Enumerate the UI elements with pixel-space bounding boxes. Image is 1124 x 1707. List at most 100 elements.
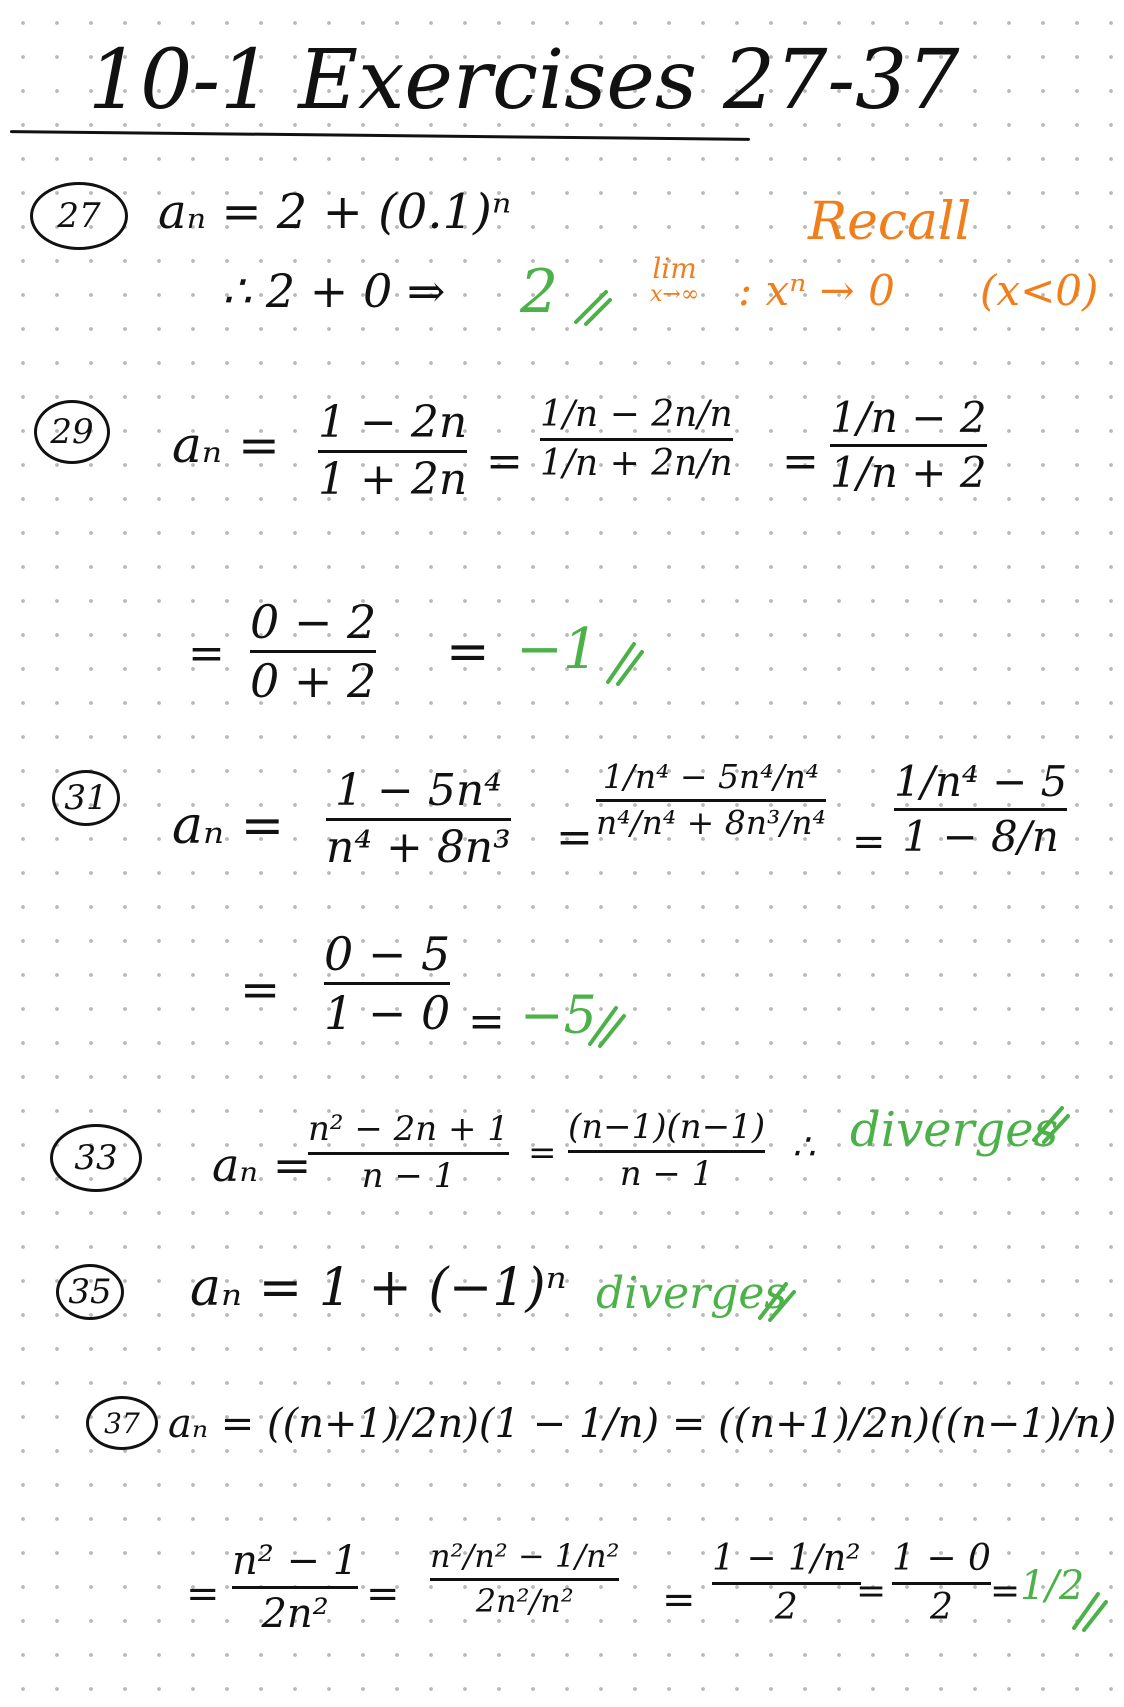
equals-sign: = bbox=[662, 1577, 696, 1623]
fraction-bar bbox=[430, 1577, 620, 1581]
problem-number-33: 33 bbox=[50, 1124, 142, 1192]
problem-37-fraction-1: n² − 1 2n² bbox=[232, 1538, 359, 1637]
fraction-bar bbox=[894, 808, 1068, 812]
problem-33-fraction-2: (n−1)(n−1) n − 1 bbox=[568, 1107, 766, 1194]
problem-37-answer: 1/2 bbox=[1020, 1563, 1085, 1609]
equals-sign: = bbox=[852, 819, 886, 865]
fraction-numerator: 0 − 2 bbox=[250, 595, 377, 649]
problem-31-fraction-3: 1/n⁴ − 5 1 − 8/n bbox=[894, 757, 1068, 862]
fraction-numerator: 1/n⁴ − 5n⁴/n⁴ bbox=[602, 757, 820, 796]
recall-expression: : xⁿ → 0 bbox=[738, 266, 895, 315]
fraction-denominator: 2 bbox=[774, 1586, 798, 1628]
fraction-bar bbox=[568, 1149, 766, 1153]
problem-33-lhs: aₙ = bbox=[212, 1138, 312, 1192]
problem-number-27: 27 bbox=[30, 182, 128, 250]
problem-31-answer: −5 bbox=[520, 986, 597, 1046]
fraction-bar bbox=[712, 1581, 861, 1585]
fraction-denominator: 1 − 8/n bbox=[902, 812, 1059, 862]
equals-sign: = bbox=[486, 436, 523, 487]
equals-sign: = bbox=[556, 812, 593, 863]
problem-27-line-2: ∴ 2 + 0 ⇒ bbox=[222, 264, 446, 318]
check-mark-icon bbox=[574, 290, 612, 326]
fraction-numerator: 1 − 5n⁴ bbox=[334, 765, 502, 816]
fraction-bar bbox=[830, 444, 987, 448]
problem-29-fraction-3: 1/n − 2 1/n + 2 bbox=[830, 393, 987, 498]
fraction-bar bbox=[318, 450, 468, 454]
recall-condition: (x<0) bbox=[980, 266, 1099, 315]
check-mark-icon bbox=[606, 642, 644, 686]
fraction-numerator: 1/n⁴ − 5 bbox=[894, 757, 1068, 806]
fraction-denominator: 2n² bbox=[261, 1591, 329, 1637]
problem-29-answer: −1 bbox=[516, 617, 599, 682]
fraction-numerator: n² − 1 bbox=[232, 1538, 359, 1584]
check-mark-icon bbox=[758, 1282, 796, 1322]
problem-35-answer: diverges bbox=[596, 1268, 787, 1319]
fraction-denominator: 1/n + 2n/n bbox=[540, 442, 733, 484]
fraction-bar bbox=[308, 1151, 509, 1155]
problem-31-lhs: aₙ = bbox=[172, 796, 285, 856]
fraction-numerator: 1 − 0 bbox=[892, 1538, 991, 1579]
equals-sign: = bbox=[188, 628, 225, 679]
fraction-bar bbox=[892, 1581, 991, 1585]
fraction-denominator: n⁴ + 8n³ bbox=[326, 822, 511, 874]
fraction-numerator: 0 − 5 bbox=[324, 927, 451, 981]
problem-33-fraction-1: n² − 2n + 1 n − 1 bbox=[308, 1109, 509, 1196]
fraction-bar bbox=[324, 982, 451, 986]
check-mark-icon bbox=[1072, 1592, 1108, 1632]
recall-lim-sub: x→∞ bbox=[650, 282, 700, 308]
equals-sign: = bbox=[990, 1571, 1021, 1612]
fraction-denominator: 1 − 0 bbox=[324, 986, 451, 1041]
fraction-denominator: n − 1 bbox=[361, 1155, 456, 1196]
recall-lim-word: lim bbox=[652, 252, 697, 285]
fraction-bar bbox=[250, 650, 377, 654]
fraction-numerator: n²/n² − 1/n² bbox=[430, 1537, 620, 1575]
check-mark-icon bbox=[1032, 1106, 1070, 1144]
check-mark-icon bbox=[588, 1006, 626, 1048]
fraction-denominator: 2n²/n² bbox=[475, 1581, 574, 1620]
fraction-bar bbox=[540, 437, 733, 441]
problem-number-37: 37 bbox=[86, 1396, 158, 1450]
problem-number-35: 35 bbox=[56, 1264, 124, 1320]
problem-27-line-1: aₙ = 2 + (0.1)ⁿ bbox=[158, 184, 512, 240]
problem-37-fraction-3: 1 − 1/n² 2 bbox=[712, 1540, 861, 1627]
fraction-numerator: n² − 2n + 1 bbox=[308, 1109, 509, 1149]
problem-27-answer: 2 bbox=[520, 257, 559, 327]
problem-29-fraction-2: 1/n − 2n/n 1/n + 2n/n bbox=[540, 396, 733, 483]
equals-sign: = bbox=[468, 996, 505, 1047]
problem-31-fraction-1: 1 − 5n⁴ n⁴ + 8n³ bbox=[326, 765, 511, 874]
equals-sign: = bbox=[366, 1571, 400, 1617]
fraction-bar bbox=[326, 818, 511, 822]
recall-label: Recall bbox=[808, 192, 972, 252]
problem-number-31: 31 bbox=[52, 770, 120, 826]
fraction-bar bbox=[596, 798, 826, 802]
problem-29-fraction-4: 0 − 2 0 + 2 bbox=[250, 595, 377, 709]
equals-sign: = bbox=[186, 1571, 220, 1617]
fraction-numerator: 1 − 2n bbox=[318, 397, 468, 448]
fraction-denominator: n⁴/n⁴ + 8n³/n⁴ bbox=[596, 802, 826, 842]
problem-37-line-1: aₙ = ((n+1)/2n)(1 − 1/n) = ((n+1)/2n)((n… bbox=[168, 1401, 1117, 1447]
fraction-bar bbox=[232, 1586, 359, 1589]
page-title: 10-1 Exercises 27-37 bbox=[88, 33, 960, 128]
fraction-denominator: n − 1 bbox=[619, 1153, 714, 1194]
equals-sign: = bbox=[856, 1571, 887, 1612]
problem-29-lhs: aₙ = bbox=[172, 416, 280, 474]
problem-37-fraction-4: 1 − 0 2 bbox=[892, 1540, 991, 1627]
fraction-denominator: 1 + 2n bbox=[318, 454, 468, 506]
problem-33-answer: diverges bbox=[850, 1102, 1059, 1158]
equals-sign: = bbox=[446, 622, 490, 682]
title-underline bbox=[10, 130, 750, 141]
fraction-numerator: 1 − 1/n² bbox=[712, 1538, 861, 1579]
equals-sign: = bbox=[782, 436, 819, 487]
problem-35-line-1: aₙ = 1 + (−1)ⁿ bbox=[190, 1258, 567, 1318]
fraction-denominator: 1/n + 2 bbox=[830, 448, 987, 498]
fraction-denominator: 0 + 2 bbox=[250, 654, 377, 709]
fraction-numerator: (n−1)(n−1) bbox=[568, 1107, 766, 1147]
problem-31-fraction-4: 0 − 5 1 − 0 bbox=[324, 927, 451, 1041]
equals-sign: = bbox=[240, 962, 281, 1018]
equals-sign: = bbox=[528, 1133, 557, 1173]
problem-37-fraction-2: n²/n² − 1/n² 2n²/n² bbox=[430, 1537, 620, 1620]
fraction-numerator: 1/n − 2 bbox=[830, 393, 987, 442]
fraction-numerator: 1/n − 2n/n bbox=[540, 394, 733, 435]
fraction-denominator: 2 bbox=[929, 1586, 953, 1628]
problem-31-fraction-2: 1/n⁴ − 5n⁴/n⁴ n⁴/n⁴ + 8n³/n⁴ bbox=[596, 757, 826, 842]
